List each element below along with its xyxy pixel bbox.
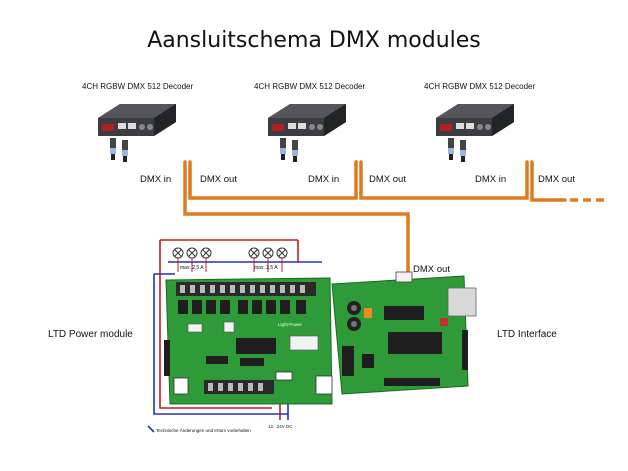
ethernet-port — [447, 287, 477, 317]
decoder-2 — [268, 104, 346, 162]
pcb-components — [187, 321, 319, 351]
decoder-3 — [436, 104, 514, 162]
lamp-group-left — [172, 247, 212, 259]
decoder-2-label: 4CH RGBW DMX 512 Decoder — [254, 82, 366, 91]
fuse-left-label: max. 2,5 A — [180, 265, 204, 271]
supply-label: 12...24V DC — [268, 424, 293, 429]
fuse-right-label: max. 2,5 A — [254, 265, 278, 271]
connector-boxes — [173, 371, 333, 395]
interface-capacitors — [347, 301, 448, 331]
decoder-2-dmx-out-label: DMX out — [369, 174, 406, 185]
lamp-leads — [177, 258, 283, 272]
decoder-2-dmx-in-label: DMX in — [308, 174, 340, 185]
dmx-cable — [183, 160, 567, 304]
power-transistors — [178, 300, 306, 366]
decoder-1-dmx-out-label: DMX out — [200, 174, 237, 185]
footer-note: Technische Änderungen und Irrtum vorbeha… — [156, 428, 251, 433]
interface-bottom-header — [384, 378, 440, 386]
chip-label: Light-Power — [278, 322, 303, 327]
interface-label: LTD Interface — [497, 329, 557, 340]
side-connector — [164, 340, 170, 376]
decoder-3-label: 4CH RGBW DMX 512 Decoder — [424, 82, 536, 91]
dmx-out-connector — [395, 271, 413, 283]
decoder-3-dmx-in-label: DMX in — [475, 174, 507, 185]
decoder-1-label: 4CH RGBW DMX 512 Decoder — [82, 82, 194, 91]
board-dmx-out-label: DMX out — [413, 264, 450, 275]
power-module-label: LTD Power module — [48, 329, 133, 340]
interface-side-header — [462, 330, 468, 370]
decoder-3-dmx-out-label: DMX out — [538, 174, 575, 185]
decoder-1-dmx-in-label: DMX in — [140, 174, 172, 185]
lamp-group-right — [248, 247, 288, 259]
footer-mark — [147, 425, 155, 433]
decoder-1 — [98, 104, 176, 162]
interface-chips — [342, 306, 442, 376]
diagram-title: Aansluitschema DMX modules — [147, 28, 481, 53]
